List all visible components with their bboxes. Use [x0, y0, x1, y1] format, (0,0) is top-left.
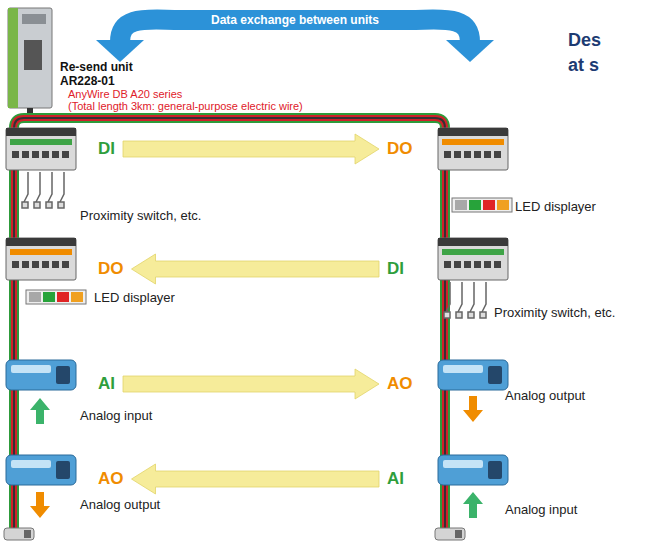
label: Re-send unit AR228-01 — [60, 60, 146, 88]
label-text: Analog input — [505, 502, 577, 517]
label-text: Des at s — [568, 28, 614, 78]
ai-module — [438, 455, 508, 485]
module-type-label: DO — [98, 259, 124, 279]
label-text: Analog input — [80, 408, 152, 423]
data-flow-arrow — [123, 134, 379, 164]
resend-unit-terminal — [24, 40, 42, 70]
ao-module — [6, 455, 76, 485]
cable-black — [14, 118, 445, 530]
module-type-label: AO — [387, 374, 413, 394]
label-text: (Total length 3km: general-purpose elect… — [68, 100, 303, 112]
analog-output-arrow — [463, 396, 483, 422]
label: Proximity switch, etc. — [494, 305, 615, 320]
resend-unit-panel — [8, 8, 18, 108]
data-flow-arrow — [123, 369, 379, 399]
resend-unit-vent — [22, 14, 46, 24]
analog-input-arrow — [30, 398, 50, 424]
cable-red — [14, 118, 445, 530]
label-text: LED displayer — [94, 290, 175, 305]
do-module — [6, 238, 76, 280]
label: Proximity switch, etc. — [80, 208, 201, 223]
label: Des at s — [568, 28, 614, 78]
label-text: Analog output — [505, 388, 585, 403]
module-type-label: DI — [387, 259, 404, 279]
module-type-box: DI — [385, 257, 406, 281]
label-text: Proximity switch, etc. — [494, 305, 615, 320]
label: (Total length 3km: general-purpose elect… — [68, 100, 303, 112]
label: Data exchange between units — [170, 13, 420, 27]
led-displayer — [26, 290, 86, 304]
label: LED displayer — [515, 199, 596, 214]
module-type-label: AI — [98, 374, 115, 394]
terminator — [435, 528, 465, 540]
module-type-label: DI — [98, 139, 115, 159]
module-type-box: DO — [96, 257, 126, 281]
di-module — [438, 238, 508, 280]
led-displayer — [452, 198, 512, 212]
analog-input-arrow — [463, 492, 483, 518]
proximity-switches — [22, 172, 64, 208]
ao-module — [438, 360, 508, 390]
label-text: Re-send unit AR228-01 — [60, 60, 146, 88]
label: Analog input — [80, 408, 152, 423]
label: Analog input — [505, 502, 577, 517]
label-text: AnyWire DB A20 series — [68, 88, 182, 100]
label-text: Analog output — [80, 497, 160, 512]
bus-cable — [14, 118, 445, 530]
module-type-box: AI — [385, 467, 406, 491]
terminator — [4, 528, 34, 540]
proximity-switches — [444, 282, 486, 318]
label: Analog output — [505, 388, 585, 403]
module-type-box: DI — [96, 137, 117, 161]
label: LED displayer — [94, 290, 175, 305]
label: Analog output — [80, 497, 160, 512]
label-text: Data exchange between units — [170, 13, 420, 27]
module-type-box: AO — [96, 467, 126, 491]
module-type-label: AO — [98, 469, 124, 489]
di-module — [6, 128, 76, 170]
cable-green — [14, 118, 445, 530]
module-type-box: DO — [385, 137, 415, 161]
label: AnyWire DB A20 series — [68, 88, 182, 100]
module-type-label: AI — [387, 469, 404, 489]
label-text: Proximity switch, etc. — [80, 208, 201, 223]
resend-unit-body — [8, 8, 52, 108]
module-type-label: DO — [387, 139, 413, 159]
data-flow-arrow — [132, 464, 380, 494]
label-text: LED displayer — [515, 199, 596, 214]
do-module — [438, 128, 508, 170]
ai-module — [6, 360, 76, 390]
module-type-box: AI — [96, 372, 117, 396]
analog-output-arrow — [30, 492, 50, 518]
exchange-arrow-head — [96, 40, 144, 62]
exchange-arrow-head — [446, 40, 494, 62]
data-flow-arrow — [132, 254, 380, 284]
module-type-box: AO — [385, 372, 415, 396]
